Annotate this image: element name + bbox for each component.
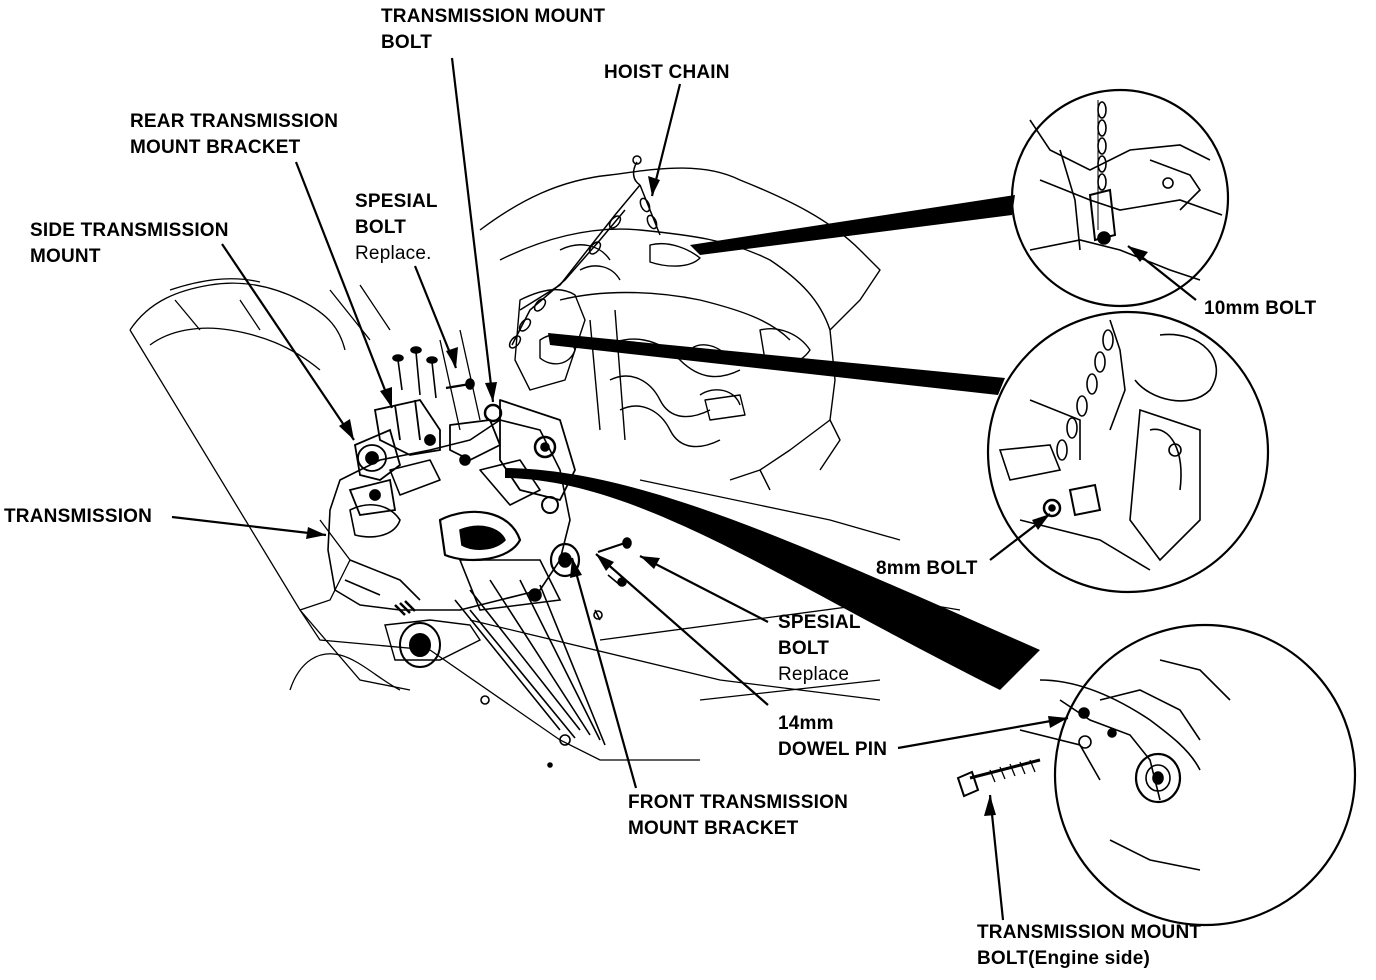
label-special-bolt-bottom: SPESIAL BOLT Replace: [778, 612, 861, 685]
side-transmission-mount: [348, 428, 402, 516]
label-10mm-bolt: 10mm BOLT: [1204, 298, 1317, 319]
label-front-transmission-mount-bracket: FRONT TRANSMISSION MOUNT BRACKET: [628, 792, 848, 839]
hoist-chain: [508, 155, 661, 349]
front-mount-bracket: [454, 559, 606, 768]
leader-arrowheads: [306, 176, 1148, 816]
label-8mm-bolt: 8mm BOLT: [876, 558, 978, 579]
detail-circle-10mm-bolt: [1010, 88, 1230, 308]
special-bolt-bottom: [528, 537, 632, 621]
label-transmission-mount-bolt-engine-side: TRANSMISSION MOUNT BOLT(Engine side): [977, 922, 1202, 969]
rear-transmission-mount-bracket: [373, 398, 441, 456]
label-hoist-chain: HOIST CHAIN: [604, 62, 730, 83]
label-transmission-mount-bolt: TRANSMISSION MOUNT BOLT: [381, 6, 606, 53]
label-transmission: TRANSMISSION: [4, 506, 153, 527]
detail-circle-engine-side-bolt: [956, 623, 1357, 927]
label-side-transmission-mount: SIDE TRANSMISSION MOUNT: [30, 220, 229, 267]
front-mount-bushing: [384, 600, 482, 668]
label-rear-transmission-mount-bracket: REAR TRANSMISSION MOUNT BRACKET: [130, 111, 339, 158]
leader-lines: [171, 57, 1197, 921]
engine-block: [479, 167, 881, 491]
label-14mm-dowel-pin: 14mm DOWEL PIN: [778, 713, 888, 760]
label-special-bolt-top: SPESIAL BOLT Replace.: [355, 191, 438, 264]
transmission-housing: [327, 399, 576, 611]
special-bolts-top: [392, 346, 503, 466]
detail-circle-8mm-bolt: [986, 310, 1270, 594]
detail-connectors: [505, 195, 1040, 690]
